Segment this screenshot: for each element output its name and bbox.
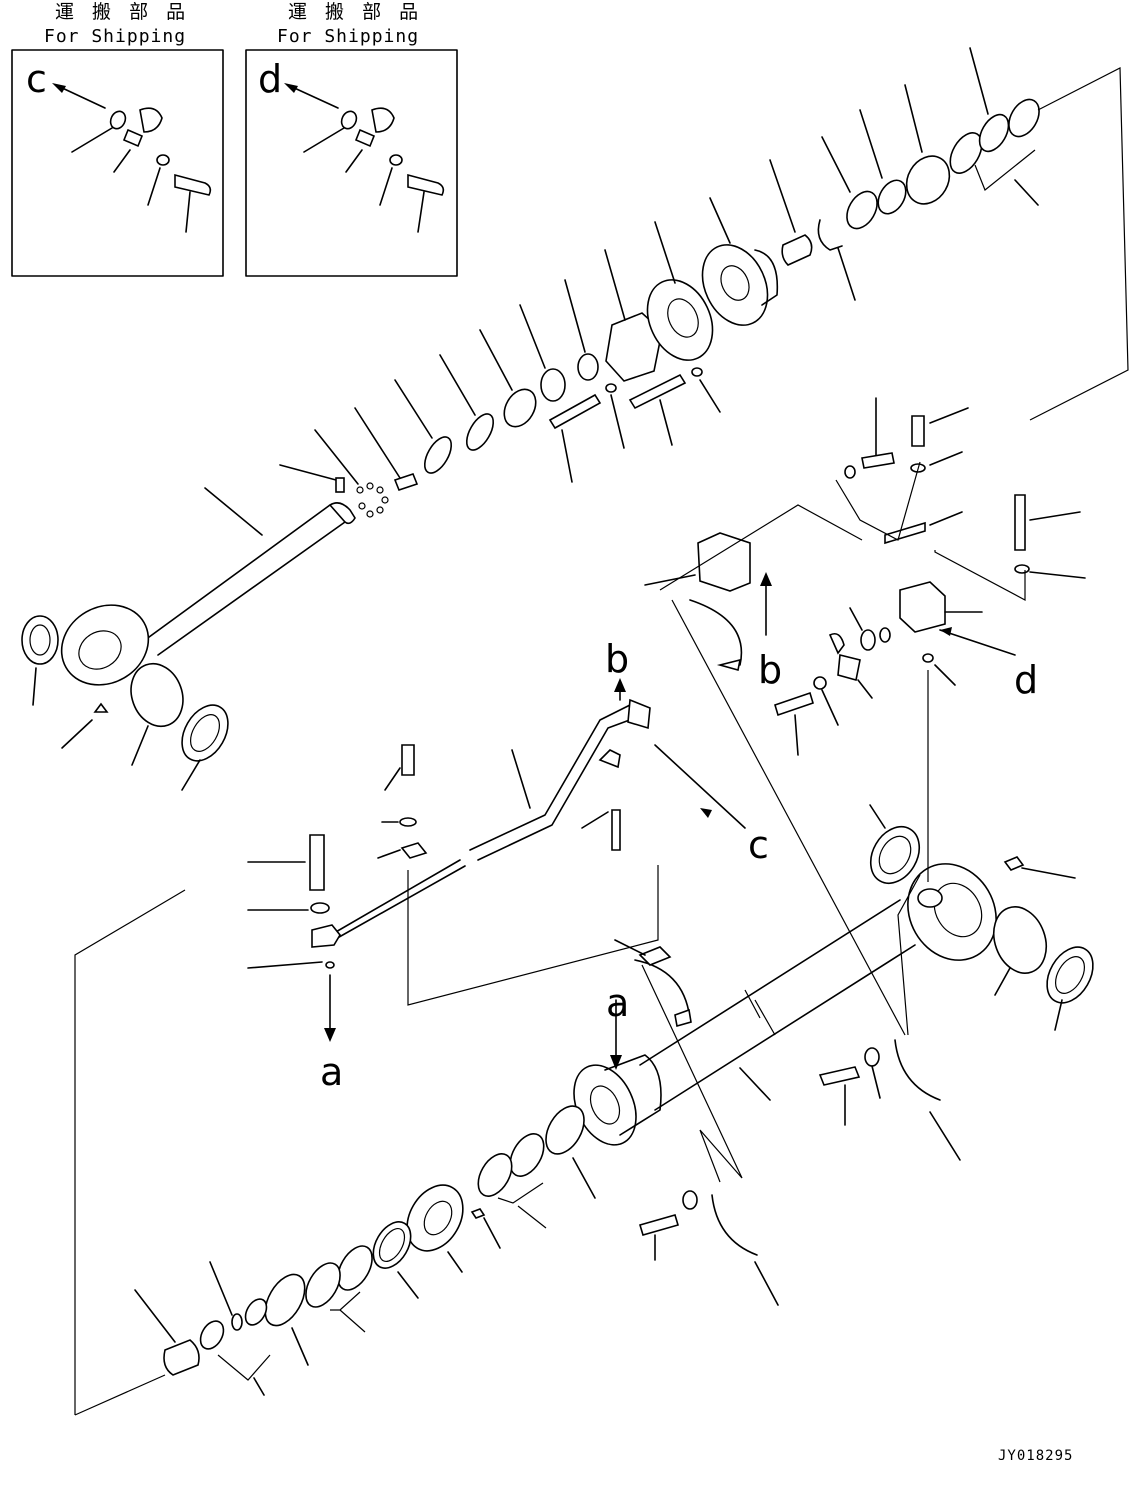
label-b-mid: b	[605, 637, 629, 681]
shipping-left-jp: 運 搬 部 品	[55, 1, 191, 23]
shipping-right-en: For Shipping	[277, 26, 419, 47]
reference-line	[671, 599, 906, 1036]
label-a-left: a	[320, 1050, 343, 1094]
shipping-right-jp: 運 搬 部 品	[288, 1, 424, 23]
pipe-assembly: b c a	[247, 637, 769, 1094]
shipping-left-en: For Shipping	[44, 26, 186, 47]
label-c-mid: c	[748, 823, 769, 867]
cylinder-tube-assembly: a	[573, 670, 1094, 1161]
inset-box-d: d	[245, 49, 458, 277]
inset-letter-c: c	[26, 57, 47, 101]
drawing-code: JY018295	[998, 1448, 1073, 1464]
valve-block-assembly: b d	[644, 397, 1086, 756]
piston-seal-group	[74, 889, 779, 1416]
inset-letter-d: d	[258, 57, 282, 101]
label-d-right: d	[1014, 658, 1038, 702]
piston-rod-assembly	[21, 47, 1129, 791]
label-b-right: b	[758, 648, 782, 692]
inset-box-c: c	[11, 49, 224, 277]
label-a-mid: a	[606, 981, 629, 1025]
